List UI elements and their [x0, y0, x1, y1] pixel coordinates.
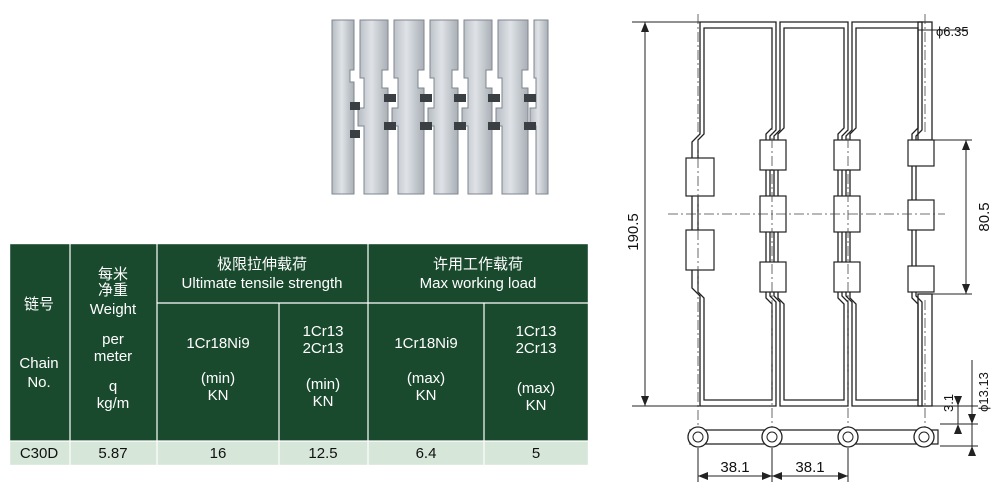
dimension-arrows — [641, 22, 976, 480]
header-chain-en: Chain — [19, 355, 58, 372]
cell-chain-no: C30D — [20, 445, 59, 462]
dimension-lines — [632, 21, 978, 482]
header-chain-zh: 链号 — [24, 296, 54, 313]
dim-pin: ϕ6.35 — [936, 24, 969, 39]
working-mat1-max: (max) — [407, 370, 445, 387]
hinge-knuckles-drawing — [685, 139, 935, 293]
cell-working-2: 5 — [532, 445, 540, 462]
tensile-mat2-2: 2Cr13 — [303, 340, 344, 357]
cell-working-1: 6.4 — [416, 445, 437, 462]
dim-thickness: 3.1 — [941, 394, 956, 412]
working-mat2-kn: KN — [526, 397, 547, 414]
cell-tensile-2: 12.5 — [308, 445, 337, 462]
technical-drawing: 190.5 80.5 ϕ6.35 3.1 ϕ13.13 38.1 38.1 — [625, 14, 993, 482]
chain-photo — [330, 18, 550, 196]
tensile-mat2-min: (min) — [306, 376, 340, 393]
group-tensile-en: Ultimate tensile strength — [182, 275, 343, 292]
dim-pitch-1: 38.1 — [720, 459, 749, 476]
table-row: C30D 5.87 16 12.5 6.4 5 — [20, 445, 540, 462]
tensile-mat2-kn: KN — [313, 393, 334, 410]
group-tensile-zh: 极限拉伸载荷 — [217, 256, 307, 273]
cell-weight: 5.87 — [98, 445, 127, 462]
dim-pitch-2: 38.1 — [795, 459, 824, 476]
working-mat1: 1Cr18Ni9 — [394, 335, 457, 352]
cell-tensile-1: 16 — [210, 445, 227, 462]
working-mat2-2: 2Cr13 — [516, 340, 557, 357]
header-weight-zh-2: 净重 — [98, 282, 128, 299]
group-working-en: Max working load — [420, 275, 537, 292]
center-lines — [668, 14, 945, 440]
header-weight-per: per — [102, 331, 124, 348]
side-view — [687, 426, 939, 448]
table-grid — [9, 243, 589, 466]
header-weight-en: Weight — [90, 301, 137, 318]
working-mat1-kn: KN — [416, 387, 437, 404]
dim-height: 190.5 — [625, 213, 642, 251]
working-mat2-max: (max) — [517, 380, 555, 397]
tensile-mat1-kn: KN — [208, 387, 229, 404]
header-weight-q: q — [109, 378, 117, 395]
dim-hinge: 80.5 — [976, 202, 993, 231]
header-weight-zh-1: 每米 — [98, 266, 128, 283]
spec-table: 链号 Chain No. 每米 净重 Weight per meter q kg… — [9, 243, 589, 466]
header-chain-no: No. — [27, 374, 50, 391]
header-weight-meter: meter — [94, 348, 132, 365]
chain-plates — [331, 19, 549, 195]
tensile-mat1: 1Cr18Ni9 — [186, 335, 249, 352]
tensile-mat2-1: 1Cr13 — [303, 323, 344, 340]
hinge-knuckles — [350, 94, 536, 138]
group-working-zh: 许用工作载荷 — [433, 256, 523, 273]
tensile-mat1-min: (min) — [201, 370, 235, 387]
dim-knuckle: ϕ13.13 — [976, 372, 991, 412]
header-weight-unit: kg/m — [97, 395, 130, 412]
working-mat2-1: 1Cr13 — [516, 323, 557, 340]
